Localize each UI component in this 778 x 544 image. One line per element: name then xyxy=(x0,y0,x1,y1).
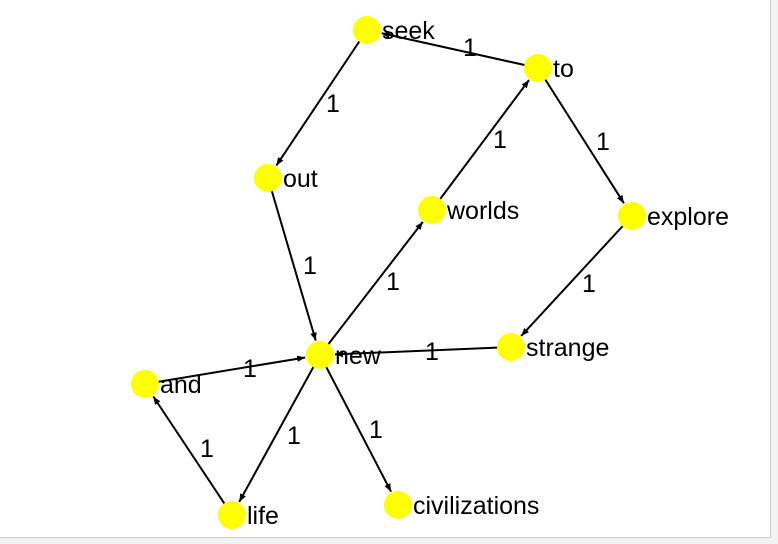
node-label-and: and xyxy=(160,371,202,399)
node-label-new: new xyxy=(335,342,382,370)
node-label-seek: seek xyxy=(382,17,435,45)
node-label-to: to xyxy=(553,55,574,83)
edge-weight-label: 1 xyxy=(287,422,301,450)
edge-and-to-new xyxy=(144,355,306,385)
node-worlds xyxy=(418,196,446,224)
node-life xyxy=(218,501,246,529)
edge-new-to-worlds xyxy=(319,221,424,356)
edge-to-to-explore xyxy=(537,67,625,204)
node-label-worlds: worlds xyxy=(446,197,519,225)
edge-weight-label: 1 xyxy=(243,355,257,383)
node-strange xyxy=(497,333,525,361)
node-explore xyxy=(618,202,646,230)
edge-new-to-civilizations xyxy=(319,354,392,493)
node-civilizations xyxy=(384,491,412,519)
node-label-explore: explore xyxy=(647,203,729,231)
edge-new-to-life xyxy=(238,354,321,503)
node-label-strange: strange xyxy=(526,334,609,362)
edge-weight-label: 1 xyxy=(582,270,596,298)
node-and xyxy=(131,370,159,398)
edge-weight-label: 1 xyxy=(493,126,507,154)
edge-worlds-to-to xyxy=(431,79,530,211)
edge-life-to-and xyxy=(152,395,233,516)
edge-weight-label: 1 xyxy=(369,416,383,444)
word-graph: 1 1 1 1 1 1 1 1 1 1 1 1 seek to out worlds explore new st… xyxy=(131,16,729,530)
edge-to-to-seek xyxy=(381,31,539,69)
node-label-life: life xyxy=(247,502,279,530)
node-new xyxy=(306,341,334,369)
edge-weight-label: 1 xyxy=(326,90,340,118)
edges-layer: 1 1 1 1 1 1 1 1 1 1 1 1 xyxy=(144,29,633,516)
edge-strange-to-new xyxy=(334,346,512,358)
edge-weight-label: 1 xyxy=(596,128,610,156)
edge-weight-label: 1 xyxy=(303,252,317,280)
node-out xyxy=(254,164,282,192)
node-to xyxy=(524,54,552,82)
node-seek xyxy=(353,16,381,44)
edge-explore-to-strange xyxy=(520,215,633,337)
edge-out-to-new xyxy=(267,177,317,341)
edge-weight-label: 1 xyxy=(386,268,400,296)
edge-weight-label: 1 xyxy=(425,338,439,366)
node-label-civilizations: civilizations xyxy=(413,492,539,520)
edge-weight-label: 1 xyxy=(463,34,477,62)
edge-weight-label: 1 xyxy=(200,435,214,463)
edge-seek-to-out xyxy=(275,29,368,167)
nodes-layer: seek to out worlds explore new strange and life c… xyxy=(131,16,729,530)
node-label-out: out xyxy=(283,165,318,193)
